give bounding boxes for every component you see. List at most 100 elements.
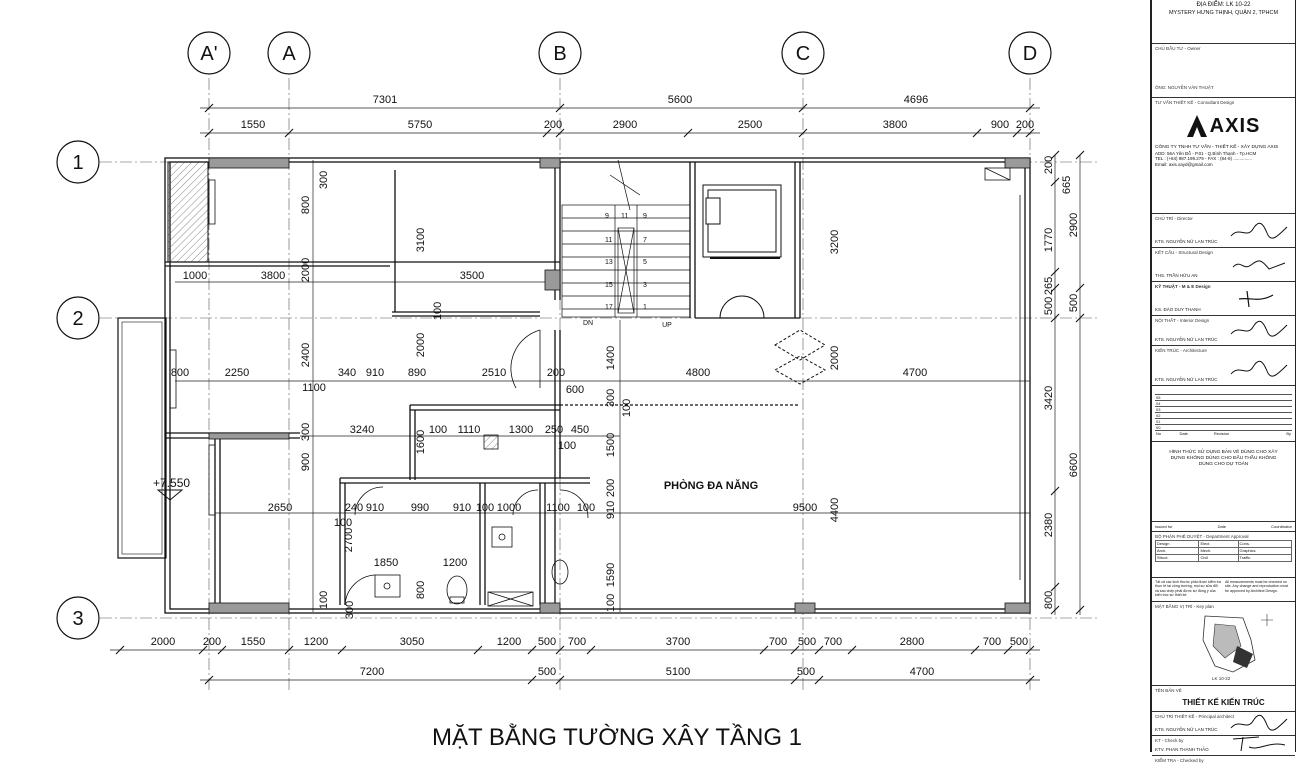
- approval-cell: Cons.: [1237, 539, 1293, 548]
- dim-text: 700: [983, 636, 1001, 648]
- dim-text: 1100: [546, 502, 570, 514]
- dim-text: 100: [476, 502, 494, 514]
- stair-numbers: 9 11 9 11 7 13 5 15 3 17 1: [605, 213, 647, 311]
- approval-cell: Mech.: [1198, 546, 1239, 555]
- staircase: [561, 159, 691, 318]
- stair-down-label: DN: [583, 320, 593, 327]
- revision-no: 03: [1155, 406, 1179, 413]
- grid-lines: [100, 78, 1100, 690]
- signature-icon: [1238, 290, 1274, 308]
- company-tel: TEL : (+84) 987.199.279 - FAX : (84-8) .…: [1155, 156, 1253, 162]
- company-name: CÔNG TY TNHH TƯ VẤN - THIẾT KẾ - XÂY DỰN…: [1155, 144, 1279, 150]
- dim-text: 1100: [302, 382, 326, 394]
- dim-text: 500: [1068, 294, 1080, 312]
- role-name: KTS. NGUYỄN NỮ LAN TRÚC: [1155, 337, 1218, 343]
- dim-text: 2000: [415, 333, 427, 357]
- stair-num: 11: [605, 237, 612, 244]
- note-right: All measurements must be checked on site…: [1225, 580, 1289, 593]
- stair-num: 9: [643, 213, 647, 220]
- dim-text: 910: [605, 501, 617, 519]
- dim-text: 1110: [458, 424, 481, 436]
- dim-text: 1590: [605, 563, 617, 587]
- axis-label: A': [200, 43, 217, 65]
- dim-text: 2000: [151, 636, 175, 648]
- tb-issued: Issued for Date Coordinator: [1152, 522, 1295, 532]
- signature-icon: [1232, 260, 1286, 270]
- approval-label: BỘ PHẬN PHÊ DUYỆT - Department Approval: [1155, 534, 1249, 539]
- revision-no: 05: [1155, 394, 1179, 401]
- dim-text: 700: [568, 636, 586, 648]
- tb-role: KẾT CẤU - Structural Design THS. TRẦN HỮ…: [1152, 248, 1295, 282]
- approval-cell: Graphics: [1237, 546, 1293, 555]
- dim-text: 900: [300, 453, 312, 471]
- approval-cell: Traffic: [1237, 553, 1293, 562]
- columns: [208, 157, 1031, 614]
- tb-principal: CHỦ TRÌ THIẾT KẾ - Principal architect K…: [1152, 712, 1295, 736]
- dim-text-top-detail: 1550 5750 200 2900 2500 3800 900 200: [241, 119, 1034, 131]
- dim-text: 500: [538, 636, 556, 648]
- location-code: LK 10-22: [1226, 2, 1251, 8]
- dim-text: 600: [566, 384, 584, 396]
- dim-text: 2700: [343, 528, 355, 552]
- dimension-lines: [110, 107, 1081, 681]
- location-name: MYSTERY HƯNG THỊNH, QUẬN 2, TPHCM: [1168, 9, 1279, 16]
- tb-checked: KT - Check by KTV. PHAN THANH THẢO: [1152, 736, 1295, 756]
- approval-cell: Civil: [1198, 553, 1239, 562]
- dim-text: 1550: [241, 119, 265, 131]
- dim-text-bottom-total: 7200 500 5100 500 4700: [360, 666, 934, 678]
- dim-text: 200: [1016, 119, 1034, 131]
- axis-label: B: [553, 43, 566, 65]
- balcony: [117, 161, 209, 559]
- dim-text: 3700: [666, 636, 690, 648]
- dim-text: 100: [334, 517, 352, 529]
- dim-text: 700: [769, 636, 787, 648]
- dim-text: 100: [621, 399, 633, 417]
- dim-text: 4700: [903, 367, 927, 379]
- dim-text: 3500: [460, 270, 484, 282]
- dim-text: 200: [605, 479, 617, 497]
- dim-text: 300: [318, 171, 330, 189]
- principal-label: CHỦ TRÌ THIẾT KẾ - Principal architect: [1155, 714, 1235, 719]
- owner-name: ÔNG: NGUYỄN VĂN THUẬT: [1155, 85, 1214, 91]
- dim-text: 7200: [360, 666, 384, 678]
- drawing-title-text: THIẾT KẾ KIẾN TRÚC: [1182, 697, 1265, 707]
- dim-text: 500: [797, 666, 815, 678]
- rev-col: Date: [1178, 430, 1213, 436]
- dim-text-bottom-detail: 2000 200 1550 1200 3050 1200 500 700 370…: [151, 636, 1028, 648]
- issued-coord: Coordinator: [1271, 524, 1292, 529]
- dim-text: 890: [408, 367, 426, 379]
- rev-col: Revision: [1212, 430, 1270, 436]
- dim-text: 2380: [1043, 513, 1055, 537]
- dimension-ticks: [115, 103, 1085, 685]
- dim-text: 100: [432, 302, 444, 320]
- role-label: KỸ THUẬT - M & E Design: [1155, 284, 1211, 289]
- dim-text: 240: [345, 502, 363, 514]
- dim-text: 1770: [1043, 228, 1055, 252]
- title-block: ĐỊA ĐIỂM: LK 10-22 MYSTERY HƯNG THỊNH, Q…: [1150, 0, 1296, 763]
- drawing-title: MẶT BẰNG TƯỜNG XÂY TẦNG 1: [432, 723, 802, 751]
- dim-text: 2500: [738, 119, 762, 131]
- role-name: KS. ĐÀO DUY THANH: [1155, 307, 1201, 313]
- dim-text: 2000: [300, 258, 312, 282]
- dim-text-top-total: 7301 5600 4696: [373, 94, 928, 106]
- dim-text: 2900: [1068, 213, 1080, 237]
- stair-num: 9: [605, 213, 609, 220]
- tb-consultant: TƯ VẤN THIẾT KẾ - Consultant Design AXIS…: [1152, 98, 1295, 214]
- dim-text: 3050: [400, 636, 424, 648]
- dim-text: 1000: [497, 502, 521, 514]
- role-label: KIẾN TRÚC - Architecture: [1155, 348, 1207, 353]
- revision-no: 04: [1155, 400, 1179, 407]
- company-logo: AXIS: [1155, 114, 1292, 139]
- axis-bubble-col: A': [187, 31, 231, 75]
- role-name: KTS. NGUYỄN NỮ LAN TRÚC: [1155, 239, 1218, 245]
- dim-text: 3800: [261, 270, 285, 282]
- dim-text: 3200: [829, 230, 841, 254]
- axis-bubble-col: C: [781, 31, 825, 75]
- axis-label: A: [282, 43, 296, 65]
- elevator: [702, 184, 827, 385]
- dim-text: 7301: [373, 94, 397, 106]
- tb-role: CHỦ TRÌ - Director KTS. NGUYỄN NỮ LAN TR…: [1152, 214, 1295, 248]
- revision-no: 02: [1155, 412, 1179, 419]
